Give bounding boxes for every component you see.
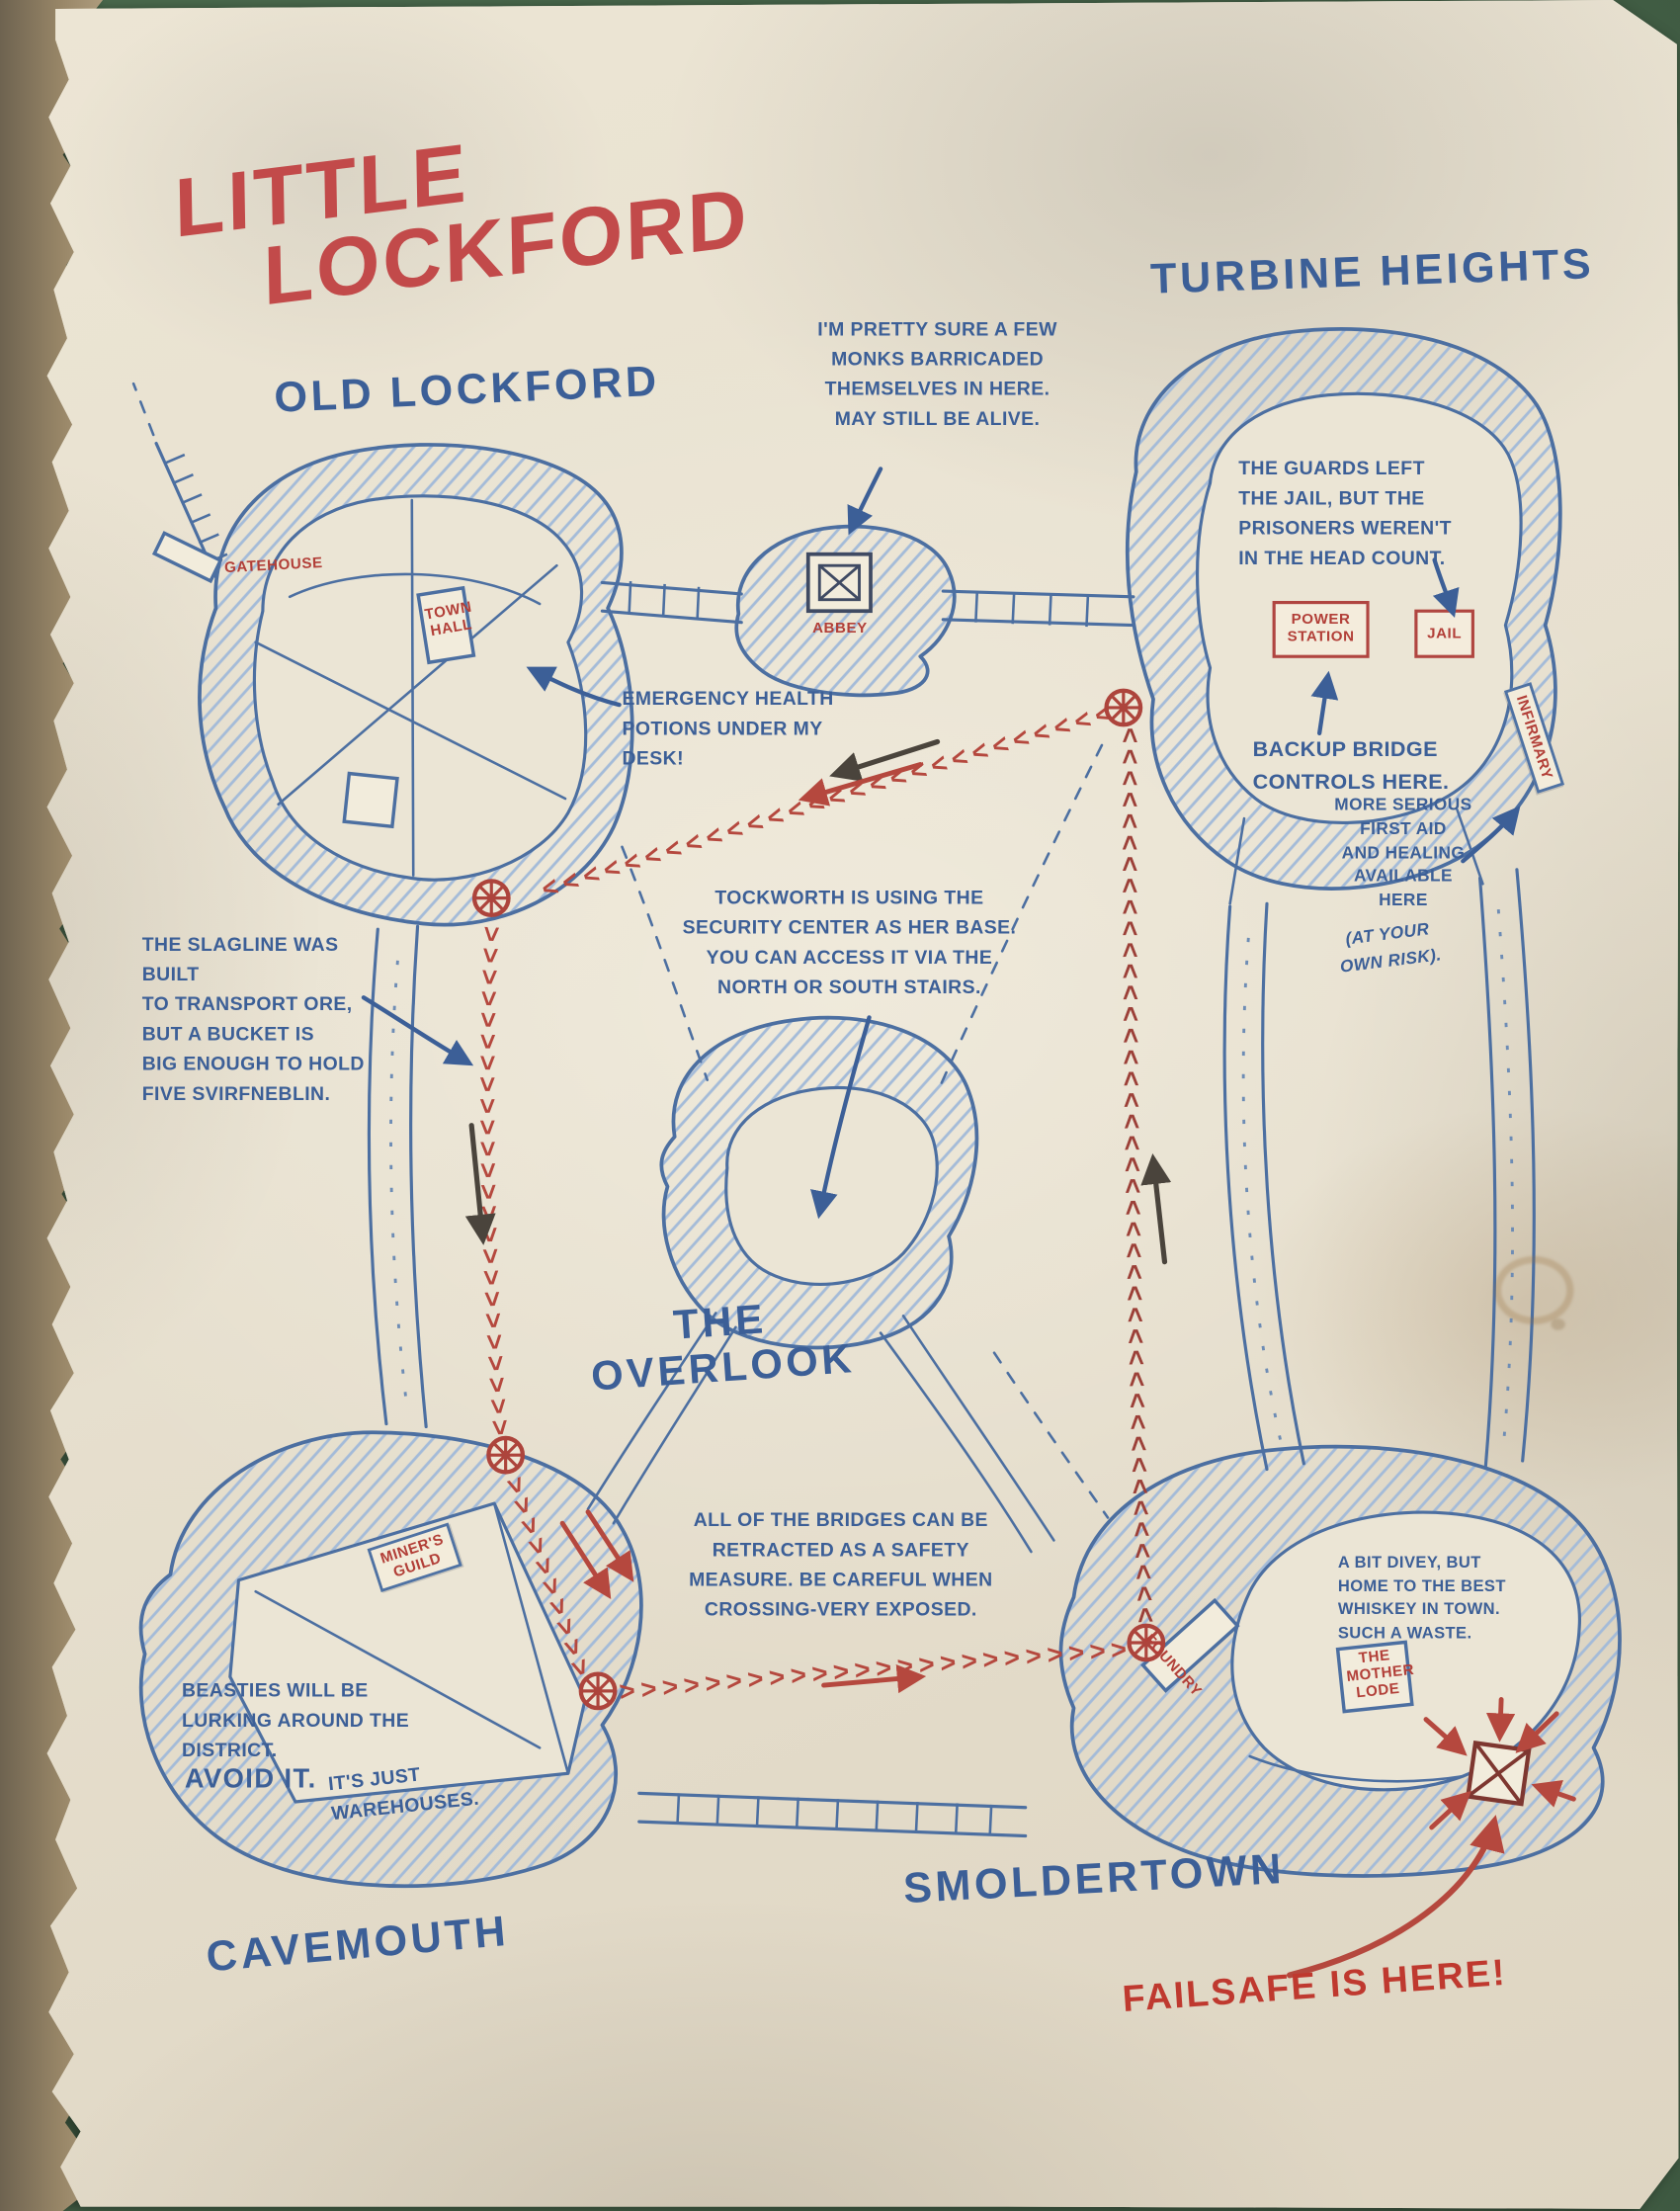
failsafe-symbol-icon — [1468, 1743, 1529, 1804]
note-slagline: THE SLAGLINE WAS BUILT TO TRANSPORT ORE,… — [141, 933, 365, 1104]
note-divey: A BIT DIVEY, BUT HOME TO THE BEST WHISKE… — [1337, 1554, 1506, 1644]
coffee-stain-dot — [1551, 1318, 1565, 1330]
district-overlook — [659, 1015, 979, 1350]
abbey-symbol-icon — [805, 552, 873, 614]
note-beasties: BEASTIES WILL BE LURKING AROUND THE DIST… — [181, 1679, 410, 1761]
district-turbine-heights — [1125, 326, 1562, 905]
slagline-gear-icon — [488, 1438, 522, 1473]
district-cavemouth — [138, 1430, 643, 1889]
note-tockworth: TOCKWORTH IS USING THE SECURITY CENTER A… — [682, 887, 1017, 997]
district-abbey-islet — [734, 524, 957, 698]
note-monks: I'M PRETTY SURE A FEW MONKS BARRICADED T… — [817, 318, 1057, 429]
note-infirmary-aid: MORE SERIOUS FIRST AID AND HEALING AVAIL… — [1334, 794, 1472, 910]
note-guards: THE GUARDS LEFT THE JAIL, BUT THE PRISON… — [1238, 457, 1452, 568]
note-potions: EMERGENCY HEALTH POTIONS UNDER MY DESK! — [622, 687, 834, 769]
slagline-gear-icon — [474, 881, 508, 915]
building-label-abbey: ABBEY — [812, 619, 868, 638]
district-old-lockford — [131, 382, 634, 927]
annotation-arrows — [361, 467, 1521, 1694]
slagline-gear-icon — [581, 1674, 615, 1709]
note-bridges: ALL OF THE BRIDGES CAN BE RETRACTED AS A… — [689, 1508, 993, 1620]
note-bridge-controls: BACKUP BRIDGE CONTROLS HERE. — [1252, 737, 1450, 796]
building-label-mother-lode: THE MOTHER LODE — [1345, 1647, 1416, 1702]
note-avoid-big: AVOID IT. — [184, 1764, 317, 1795]
coffee-stain — [1493, 1255, 1574, 1324]
building-label-power-station: POWER STATION — [1287, 611, 1355, 645]
slagline-gear-icon — [1107, 691, 1140, 725]
failsafe-marker — [1286, 1697, 1576, 1979]
building-label-jail: JAIL — [1427, 625, 1463, 642]
bridges-and-roads — [367, 580, 1536, 1838]
